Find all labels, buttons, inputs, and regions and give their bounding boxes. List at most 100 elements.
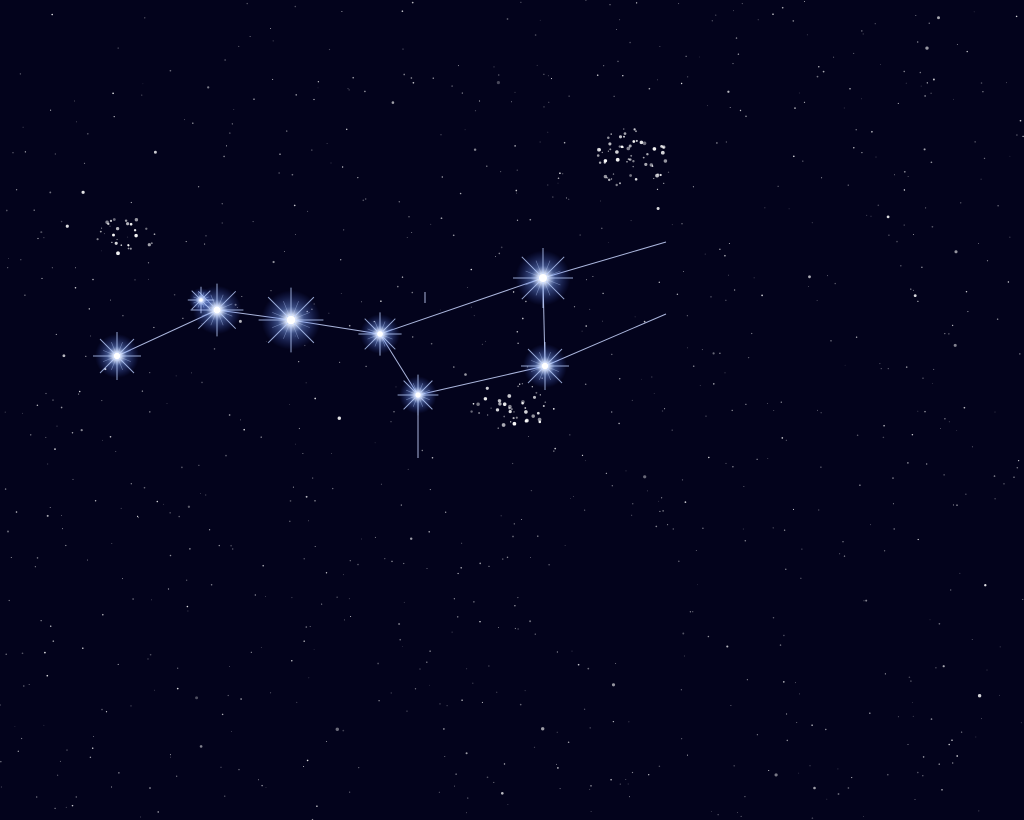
field-star — [391, 101, 395, 104]
field-star — [60, 220, 63, 223]
field-star — [81, 190, 85, 194]
field-star — [228, 132, 231, 134]
field-star — [851, 777, 853, 779]
field-star — [605, 472, 608, 475]
field-star — [47, 463, 49, 465]
cluster-star — [628, 144, 632, 148]
field-star — [279, 153, 281, 155]
field-star — [252, 221, 254, 223]
cluster-star — [129, 247, 132, 250]
field-star — [978, 810, 980, 812]
field-star — [973, 11, 975, 13]
field-star — [1006, 82, 1007, 84]
field-star — [240, 698, 242, 700]
field-star — [341, 10, 343, 13]
field-star — [589, 788, 591, 790]
field-star — [716, 142, 718, 144]
field-star — [689, 611, 692, 613]
field-star — [994, 411, 996, 413]
field-star — [358, 767, 360, 769]
field-star — [820, 412, 822, 414]
field-star — [772, 616, 775, 619]
field-star — [671, 429, 673, 431]
field-star — [149, 372, 151, 374]
field-star — [843, 555, 846, 557]
field-star — [111, 542, 113, 544]
field-star — [312, 477, 314, 479]
star-core — [286, 315, 296, 325]
field-star — [516, 192, 518, 194]
field-star — [834, 282, 836, 285]
field-star — [14, 726, 16, 727]
field-star — [724, 254, 726, 257]
field-star — [806, 34, 808, 36]
field-star — [896, 240, 898, 243]
field-star — [853, 52, 855, 54]
field-star — [1009, 236, 1011, 238]
field-star — [682, 632, 685, 635]
field-star — [731, 409, 733, 412]
field-star — [506, 18, 509, 20]
field-star — [432, 77, 435, 79]
field-star — [833, 56, 835, 58]
field-star — [686, 315, 688, 317]
cluster-star — [517, 385, 519, 388]
field-star — [554, 447, 557, 450]
cluster-star — [632, 165, 634, 168]
field-star — [169, 512, 171, 514]
cluster-star — [470, 410, 473, 413]
field-star — [922, 377, 924, 379]
field-star — [524, 690, 526, 692]
field-star — [365, 365, 367, 368]
field-star — [461, 92, 463, 94]
field-star — [85, 355, 87, 358]
field-star — [110, 299, 112, 301]
field-star — [618, 377, 621, 380]
field-star — [153, 233, 156, 236]
field-star — [62, 528, 63, 530]
field-star — [883, 550, 886, 552]
field-star — [397, 285, 399, 288]
field-star — [692, 365, 695, 367]
field-star — [132, 598, 134, 600]
field-star — [978, 243, 979, 244]
field-star — [295, 94, 297, 96]
field-star — [36, 404, 39, 407]
field-star — [965, 290, 968, 293]
field-star — [349, 560, 351, 562]
field-star — [8, 258, 9, 259]
field-star — [942, 665, 945, 668]
field-star — [57, 774, 59, 776]
cluster-star — [660, 150, 665, 155]
field-star — [464, 373, 467, 376]
field-star — [80, 429, 83, 432]
field-star — [156, 500, 159, 503]
field-star — [932, 383, 933, 384]
field-star — [726, 645, 729, 648]
field-star — [326, 143, 328, 144]
field-star — [466, 668, 468, 670]
field-star — [289, 520, 291, 523]
cluster-star — [659, 173, 662, 177]
field-star — [88, 308, 91, 310]
field-star — [579, 234, 581, 236]
cluster-star — [501, 423, 506, 427]
field-star — [517, 597, 519, 599]
field-star — [15, 189, 18, 191]
field-star — [741, 3, 743, 5]
field-star — [254, 594, 256, 596]
cluster-star — [634, 178, 638, 181]
field-star — [629, 796, 631, 798]
field-star — [800, 577, 802, 579]
star-core — [113, 352, 121, 360]
field-star — [305, 626, 308, 628]
field-star — [136, 515, 139, 518]
cluster-star — [150, 242, 153, 245]
field-star — [548, 564, 550, 566]
field-star — [467, 287, 468, 289]
field-star — [428, 531, 430, 533]
field-star — [557, 767, 559, 769]
field-star — [818, 66, 820, 68]
field-star — [187, 505, 191, 508]
field-star — [910, 680, 912, 682]
